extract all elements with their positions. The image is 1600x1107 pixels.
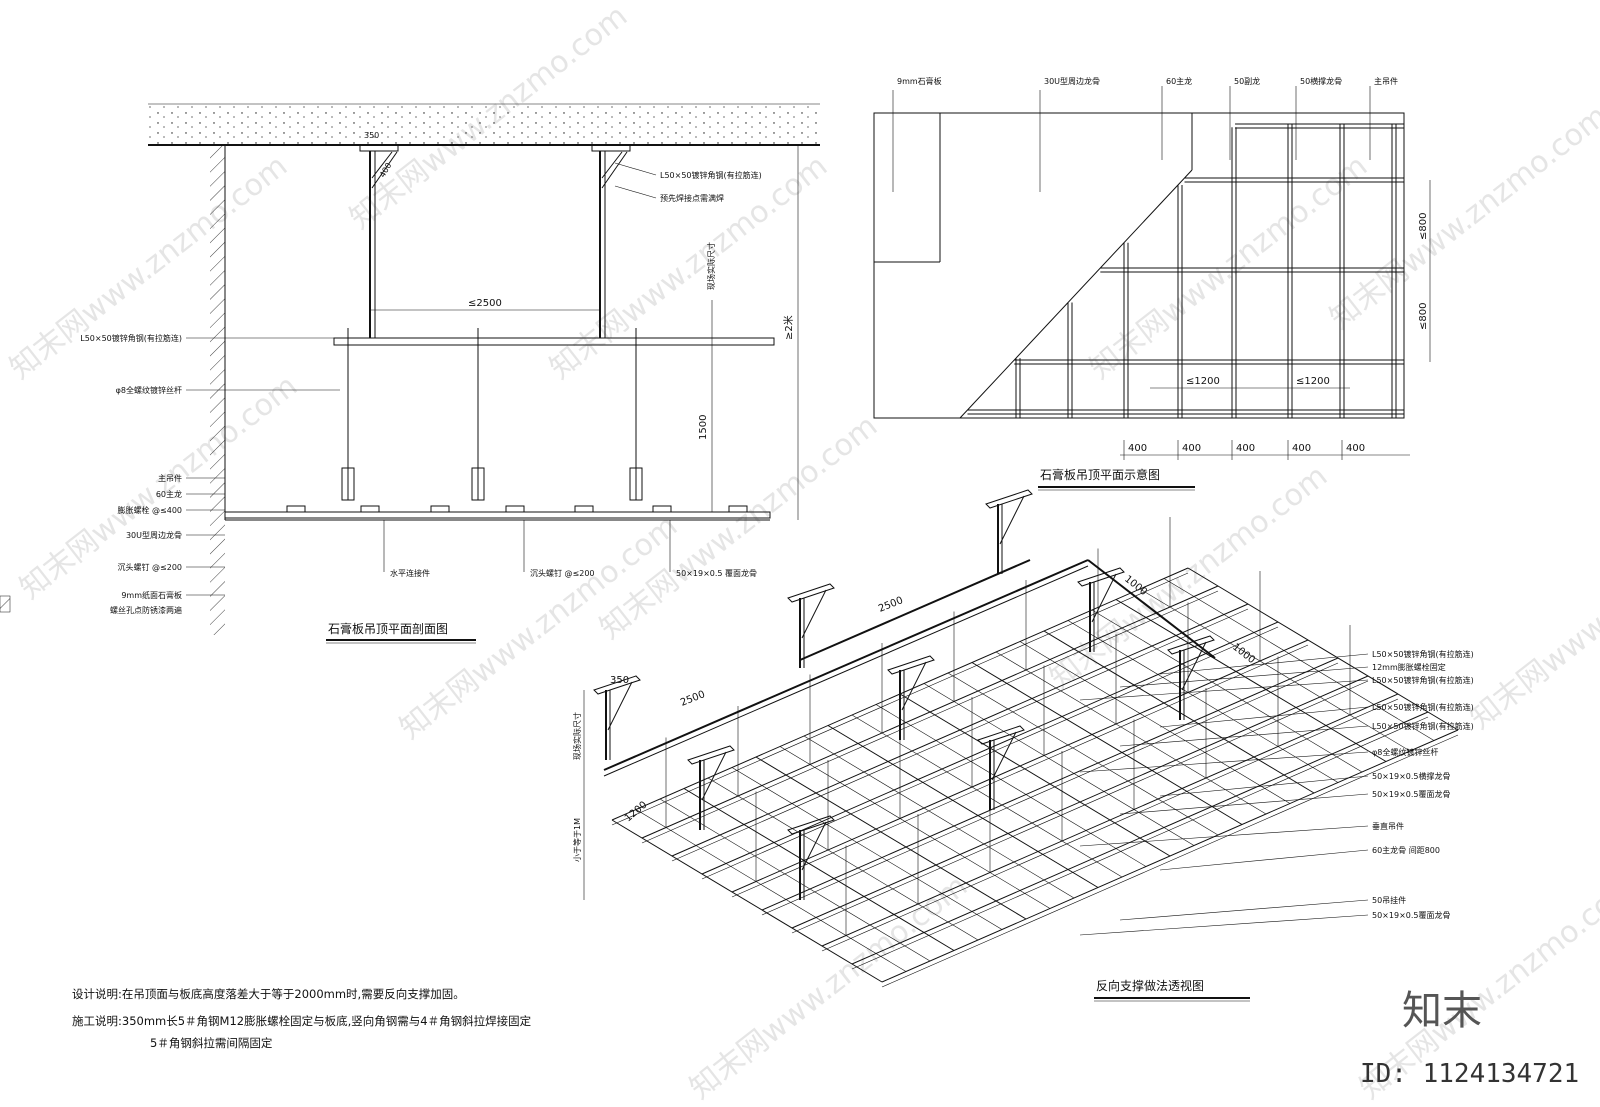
angle-steel-beam (333, 337, 775, 346)
notes-block: 设计说明:在吊顶面与板底高度落差大于等于2000mm时,需要反向支撑加固。 施工… (72, 987, 532, 1050)
iso-bracket (593, 675, 641, 760)
plan-top-label: 50横撑龙骨 (1300, 76, 1342, 86)
watermark-text: 知末网www.znzmo.com (683, 868, 974, 1106)
plan-top-label: 30U型周边龙骨 (1044, 76, 1100, 86)
construction-note-2: 5＃角钢斜拉需间隔固定 (150, 1036, 273, 1050)
section-clip (430, 505, 450, 513)
top-bracket (591, 144, 631, 338)
iso-bracket (1167, 635, 1215, 720)
iso-label-right: φ8全螺纹镀锌丝杆 (1372, 747, 1438, 757)
section-label-left: 60主龙 (156, 489, 182, 499)
section-label-left: 螺丝孔点防锈漆两遍 (110, 605, 182, 615)
plan-title: 石膏板吊顶平面示意图 (1040, 467, 1160, 482)
design-note: 设计说明:在吊顶面与板底高度落差大于等于2000mm时,需要反向支撑加固。 (72, 987, 465, 1001)
section-clip (652, 505, 672, 513)
dim-2m: ≥2米 (782, 315, 795, 340)
plan-dim-400: 400 (1346, 443, 1365, 454)
plan-dim-400: 400 (1182, 443, 1201, 454)
plan-top-label: 主吊件 (1374, 76, 1398, 86)
section-view: ≤2500 1500 ≥2米 现场实际尺寸 350 400 L50×50镀锌角钢… (80, 103, 820, 644)
plan-dim-400: 400 (1236, 443, 1255, 454)
iso-label-right: 12mm膨胀螺栓固定 (1372, 662, 1446, 672)
plan-dim-1200-b: ≤1200 (1296, 376, 1330, 387)
iso-bracket (687, 745, 735, 830)
gypsum-board (224, 511, 771, 519)
plan-dim-800-a: ≤800 (1418, 213, 1429, 240)
watermark-text: 知末网www.znzmo.com (1463, 498, 1600, 736)
section-label-right: L50×50镀锌角钢(有拉筋连) (660, 170, 762, 180)
iso-dim-1200: 1200 (623, 800, 650, 825)
iso-bracket (985, 489, 1033, 574)
plan-top-label: 50副龙 (1234, 76, 1260, 86)
iso-label-right: L50×50镀锌角钢(有拉筋连) (1372, 702, 1474, 712)
plan-view: 9mm石膏板 30U型周边龙骨 60主龙 50副龙 50横撑龙骨 主吊件 ≤800 ≤80… (873, 76, 1431, 491)
iso-dim-350: 350 (610, 675, 629, 686)
section-label-left: 30U型周边龙骨 (126, 530, 182, 540)
section-label-left: 9mm纸面石膏板 (121, 590, 182, 600)
concrete-slab (148, 104, 820, 145)
section-label-left: 主吊件 (158, 473, 182, 483)
iso-label-right: L50×50镀锌角钢(有拉筋连) (1372, 675, 1474, 685)
iso-label-right: 50×19×0.5覆面龙骨 (1372, 910, 1451, 920)
dim-2500: ≤2500 (468, 298, 502, 309)
plan-dim-800-b: ≤800 (1418, 303, 1429, 330)
iso-title: 反向支撑做法透视图 (1096, 978, 1204, 993)
section-clip (505, 505, 525, 513)
iso-dim-1000-a: 1000 (1122, 574, 1149, 598)
section-label-bottom: 水平连接件 (390, 568, 430, 578)
section-title: 石膏板吊顶平面剖面图 (328, 621, 448, 636)
plan-dim-400: 400 (1292, 443, 1311, 454)
watermark-text: 知末网www.znzmo.com (3, 148, 294, 386)
section-label-left: 膨胀螺栓 @≤400 (117, 505, 182, 515)
iso-bracket (787, 815, 835, 900)
dim-site: 现场实际尺寸 (706, 242, 716, 290)
iso-dim-2500-a: 2500 (679, 689, 707, 709)
section-label-left: L50×50镀锌角钢(有拉筋连) (80, 333, 182, 343)
iso-bracket (787, 583, 835, 668)
top-bracket (359, 144, 399, 338)
iso-label-right: 50×19×0.5横撑龙骨 (1372, 771, 1451, 781)
dim-1500: 1500 (698, 415, 709, 440)
iso-dim-site: 现场实际尺寸 (572, 712, 582, 760)
iso-bracket (887, 655, 935, 740)
brand-logo: 知末 (1402, 988, 1482, 1034)
iso-dim-2500-b: 2500 (877, 595, 905, 615)
iso-label-right: 60主龙骨 间距800 (1372, 845, 1440, 855)
section-label-bottom: 50×19×0.5 覆面龙骨 (676, 568, 757, 578)
plan-top-label: 9mm石膏板 (897, 76, 942, 86)
watermark-layer: 知末网www.znzmo.com 知末网www.znzmo.com 知末网www… (3, 0, 1600, 1106)
iso-bracket (1077, 567, 1125, 652)
watermark-text: 知末网www.znzmo.com (543, 148, 834, 386)
plan-dim-1200-a: ≤1200 (1186, 376, 1220, 387)
plan-dim-400: 400 (1128, 443, 1147, 454)
plan-border (873, 112, 1405, 419)
section-label-right: 预先焊接点需满焊 (660, 193, 724, 203)
iso-label-right: 50×19×0.5覆面龙骨 (1372, 789, 1451, 799)
iso-dim-under1m: 小于等于1M (572, 818, 582, 862)
id-label: ID: 1124134721 (1360, 1059, 1579, 1089)
iso-label-right: L50×50镀锌角钢(有拉筋连) (1372, 721, 1474, 731)
section-label-left: φ8全螺纹镀锌丝杆 (116, 385, 182, 395)
section-clip (574, 505, 594, 513)
watermark-text: 知末网www.znzmo.com (1323, 98, 1600, 336)
section-label-bottom: 沉头螺钉 @≤200 (530, 568, 595, 578)
plan-top-label: 60主龙 (1166, 76, 1192, 86)
construction-note-1: 施工说明:350mm长5＃角钢M12膨胀螺栓固定与板底,竖向角钢需与4＃角钢斜拉… (72, 1014, 532, 1028)
dim-350: 350 (364, 131, 379, 140)
iso-label-right: 垂直吊件 (1372, 821, 1404, 831)
section-clip (728, 505, 748, 513)
section-clip (360, 505, 380, 513)
section-clip (286, 505, 306, 513)
iso-label-right: 50吊挂件 (1372, 895, 1406, 905)
iso-label-right: L50×50镀锌角钢(有拉筋连) (1372, 649, 1474, 659)
iso-bracket (977, 725, 1025, 810)
watermark-text: 知末网www.znzmo.com (1083, 148, 1374, 386)
section-label-left: 沉头螺钉 @≤200 (117, 562, 182, 572)
iso-dim-1000-b: 1000 (1230, 642, 1257, 666)
